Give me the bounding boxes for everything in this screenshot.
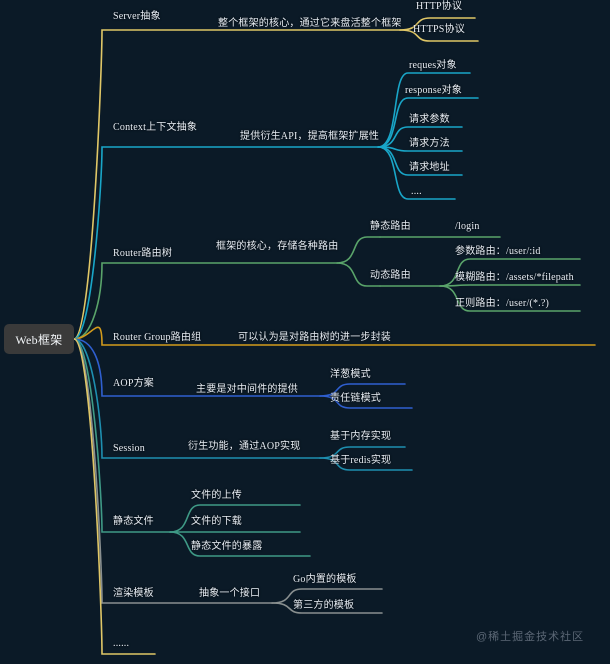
leaf-label-request-params[interactable]: 请求参数 — [409, 114, 450, 125]
leaf-label-onion-pattern[interactable]: 洋葱模式 — [330, 369, 371, 380]
leaf-label-context-more[interactable]: .... — [411, 186, 422, 197]
leaf-label-third-party-template[interactable]: 第三方的模板 — [293, 600, 355, 611]
leaf-label-chain-pattern[interactable]: 责任链模式 — [330, 393, 381, 404]
edge — [73, 338, 156, 655]
edge — [336, 236, 381, 264]
edge — [73, 338, 321, 459]
root-node[interactable]: Web框架 — [4, 324, 74, 354]
branch-note-context: 提供衍生API，提高框架扩展性 — [240, 131, 380, 142]
edge — [73, 146, 379, 340]
leaf-label-request-object[interactable]: reques对象 — [409, 60, 457, 71]
edge — [439, 258, 581, 287]
edge — [169, 504, 301, 533]
branch-label-aop[interactable]: AOP方案 — [113, 378, 155, 389]
leaf-label-file-download[interactable]: 文件的下载 — [191, 516, 242, 527]
edge — [377, 126, 463, 148]
edge — [73, 338, 321, 397]
branch-label-router[interactable]: Router路由树 — [113, 248, 173, 259]
edge — [73, 338, 171, 533]
edge — [73, 262, 338, 340]
edge — [399, 29, 479, 42]
subnode-label-dynamic-route[interactable]: 动态路由 — [370, 270, 411, 281]
leaf-label-https[interactable]: HTTPS协议 — [413, 24, 465, 35]
leaf-label-param-route[interactable]: 参数路由：/user/:id — [455, 246, 541, 257]
edge — [377, 72, 471, 148]
leaf-label-redis-session[interactable]: 基于redis实现 — [330, 455, 392, 466]
leaf-label-memory-session[interactable]: 基于内存实现 — [330, 431, 392, 442]
leaf-label-file-expose[interactable]: 静态文件的暴露 — [191, 541, 263, 552]
leaf-label-wildcard-route[interactable]: 模糊路由：/assets/*filepath — [455, 272, 574, 283]
branch-note-router-group: 可以认为是对路由树的进一步封装 — [238, 332, 391, 343]
edge — [73, 29, 401, 340]
leaf-label-file-upload[interactable]: 文件的上传 — [191, 490, 242, 501]
edge — [439, 284, 581, 287]
leaf-label-response-object[interactable]: response对象 — [405, 85, 462, 96]
branch-label-static-file[interactable]: 静态文件 — [113, 516, 154, 527]
edge — [73, 338, 273, 604]
branch-label-render-template[interactable]: 渲染模板 — [113, 588, 154, 599]
watermark: @稀土掘金技术社区 — [476, 631, 585, 643]
edge — [377, 146, 456, 200]
leaf-label-login-route[interactable]: /login — [455, 221, 480, 232]
edge — [319, 395, 413, 409]
leaf-label-go-template[interactable]: Go内置的模板 — [293, 574, 357, 585]
branch-note-router: 框架的核心，存储各种路由 — [216, 241, 339, 252]
edge — [439, 285, 581, 312]
branch-note-render-template: 抽象一个接口 — [199, 588, 261, 599]
edge — [73, 326, 596, 346]
edge — [377, 97, 479, 148]
branch-label-server[interactable]: Server抽象 — [113, 11, 161, 22]
edge — [271, 602, 383, 614]
branch-note-aop: 主要是对中间件的提供 — [196, 384, 298, 395]
root-node-label: Web框架 — [15, 332, 63, 347]
edge — [319, 457, 413, 471]
edge — [336, 262, 381, 287]
subnode-label-static-route[interactable]: 静态路由 — [370, 221, 411, 232]
branch-label-router-group[interactable]: Router Group路由组 — [113, 332, 202, 343]
branch-note-server: 整个框架的核心，通过它来盘活整个框架 — [218, 18, 402, 29]
branch-label-session[interactable]: Session — [113, 443, 145, 454]
branch-label-more[interactable]: ...... — [113, 638, 130, 649]
leaf-label-request-url[interactable]: 请求地址 — [409, 162, 450, 173]
branch-label-context[interactable]: Context上下文抽象 — [113, 122, 198, 133]
leaf-label-http[interactable]: HTTP协议 — [416, 1, 463, 12]
leaf-label-regex-route[interactable]: 正则路由：/user/(*.?) — [455, 298, 550, 309]
edge — [169, 531, 311, 557]
leaf-label-request-method[interactable]: 请求方法 — [409, 138, 450, 149]
branch-note-session: 衍生功能，通过AOP实现 — [188, 441, 301, 452]
